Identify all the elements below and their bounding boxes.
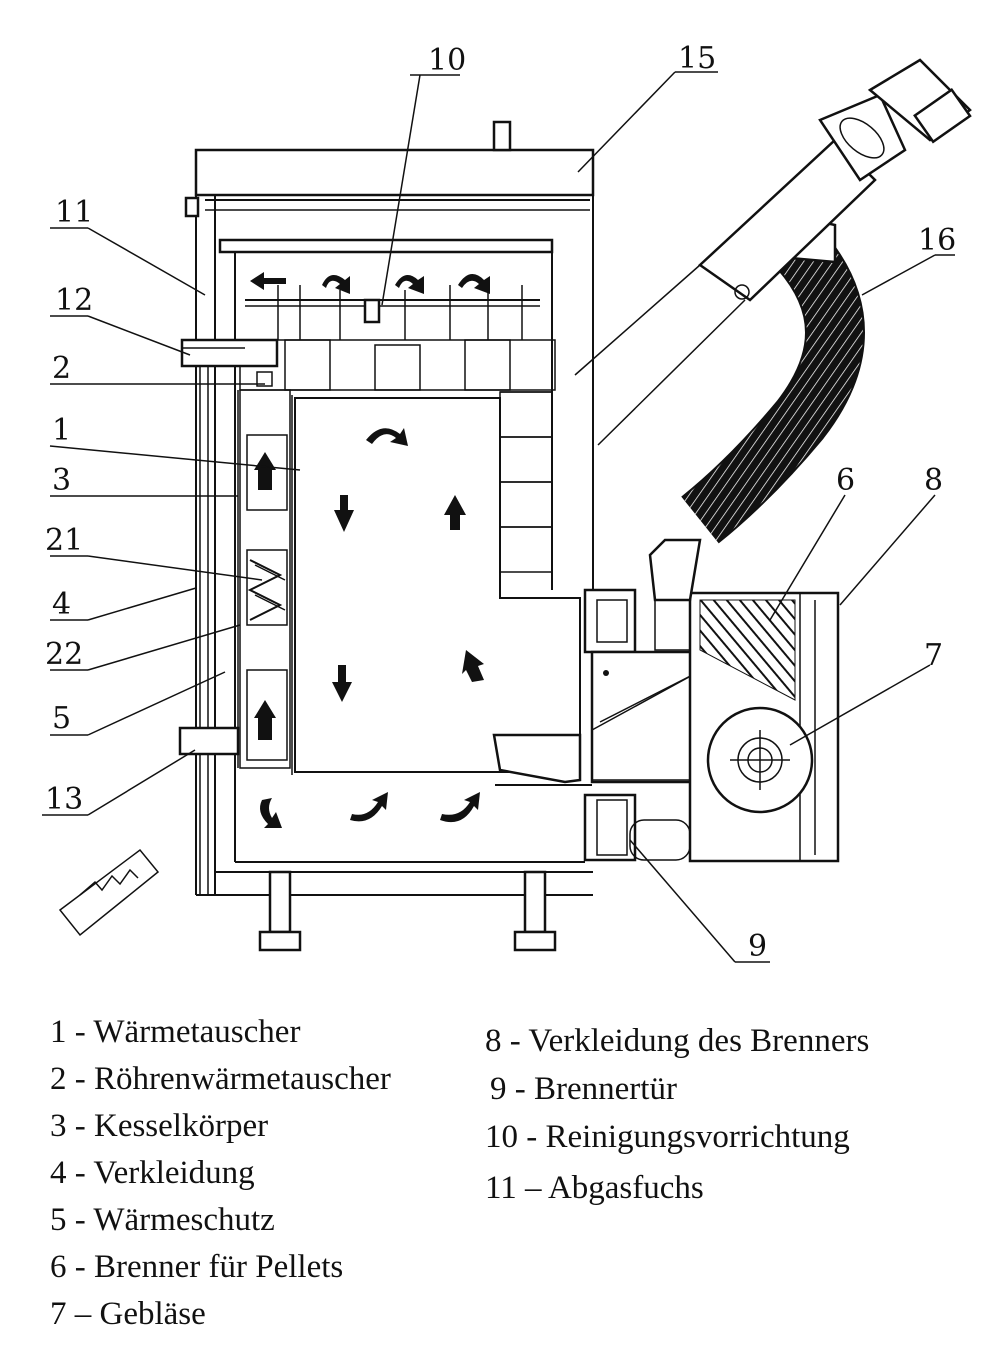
callout-3: 3 — [52, 463, 71, 498]
callout-13: 13 — [45, 782, 83, 817]
flue-gas-arrows-bottom — [260, 792, 480, 828]
callout-11: 11 — [55, 195, 93, 230]
legend-item-6: 6 - Brenner für Pellets — [50, 1249, 344, 1285]
fan — [706, 706, 814, 814]
legend-item-8: 8 - Verkleidung des Brenners — [485, 1023, 870, 1059]
callout-6: 6 — [836, 463, 855, 498]
callout-22: 22 — [45, 637, 83, 672]
boiler-feet — [258, 870, 557, 952]
legend-item-5: 5 - Wärmeschutz — [50, 1202, 275, 1238]
feeder-pipe — [698, 58, 972, 302]
callout-21: 21 — [45, 523, 83, 558]
callout-5: 5 — [52, 701, 71, 736]
legend-item-2: 2 - Röhrenwärmetauscher — [50, 1061, 391, 1097]
flue-outlet — [180, 338, 279, 387]
callout-8: 8 — [924, 463, 943, 498]
combustion-chamber — [291, 391, 581, 775]
callout-7: 7 — [924, 638, 943, 673]
callout-15: 15 — [678, 41, 716, 76]
legend-item-3: 3 - Kesselkörper — [50, 1108, 269, 1144]
leader-lines — [42, 71, 955, 963]
return-connection — [178, 726, 240, 756]
insulation-bracket — [58, 848, 160, 937]
callout-16: 16 — [918, 223, 956, 258]
legend-item-10: 10 - Reinigungsvorrichtung — [485, 1119, 850, 1155]
callout-2: 2 — [52, 351, 71, 386]
legend-item-11: 11 – Abgasfuchs — [485, 1170, 704, 1206]
flue-gas-arrows-top — [250, 272, 490, 294]
callout-12: 12 — [55, 283, 93, 318]
callout-10: 10 — [428, 43, 466, 78]
feed-tube — [648, 538, 702, 651]
callout-1: 1 — [52, 413, 71, 448]
legend-item-4: 4 - Verkleidung — [50, 1155, 255, 1191]
boiler-body — [218, 238, 585, 863]
boiler-diagram: 10 15 11 12 2 1 3 21 4 22 5 13 16 6 8 7 … — [42, 41, 972, 964]
callout-9: 9 — [748, 929, 767, 964]
tubular-heat-exchanger — [237, 389, 291, 769]
legend-item-1: 1 - Wärmetauscher — [50, 1014, 301, 1050]
callout-4: 4 — [52, 587, 71, 622]
legend-item-9: 9 - Brennertür — [490, 1071, 677, 1107]
legend-item-7: 7 – Gebläse — [50, 1296, 206, 1332]
cleaning-device — [245, 285, 540, 340]
callout-labels: 10 15 11 12 2 1 3 21 4 22 5 13 16 6 8 7 … — [45, 41, 956, 964]
